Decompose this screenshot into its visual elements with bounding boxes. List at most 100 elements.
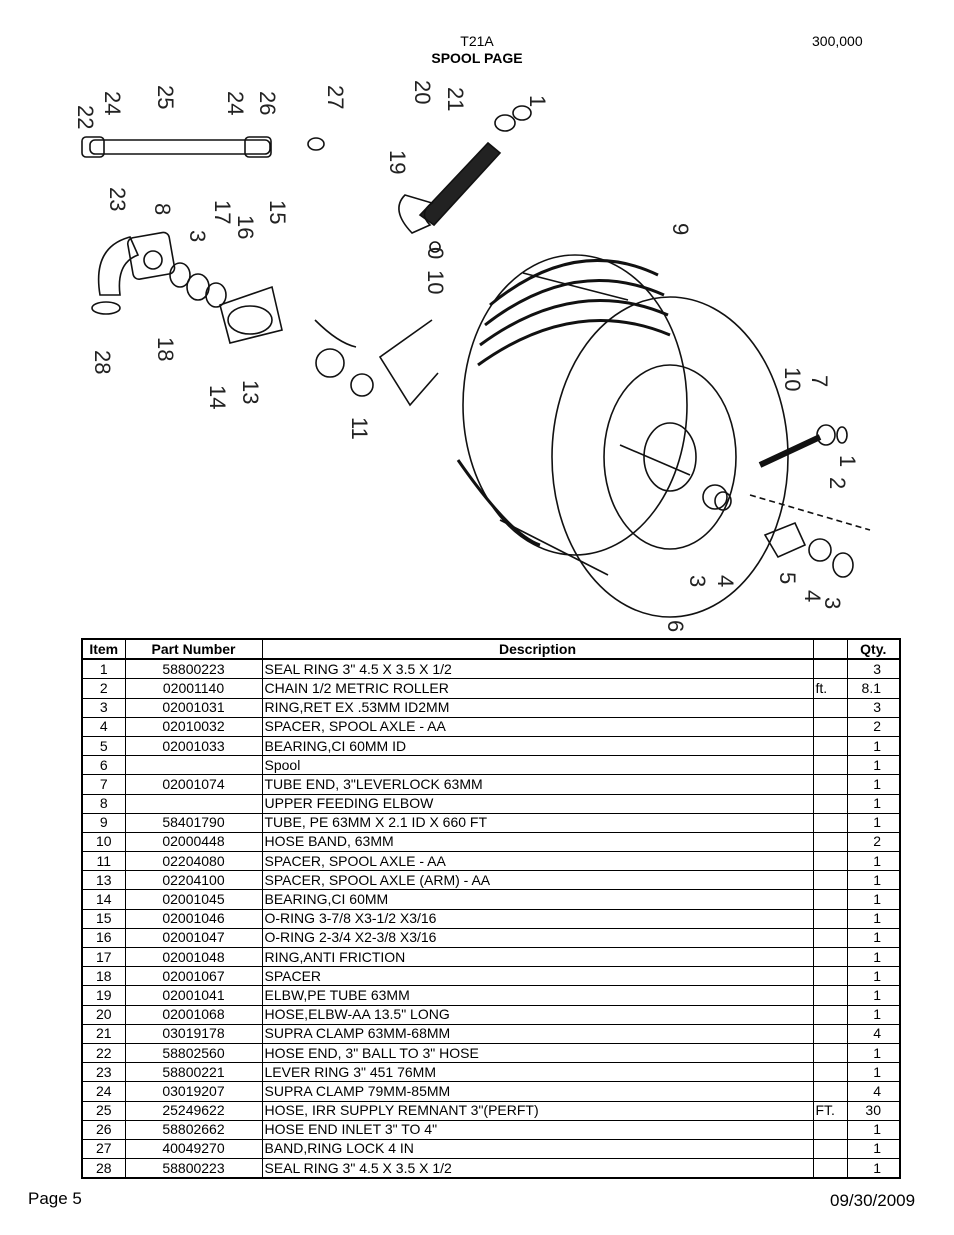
qty-cell: 1 (846, 774, 901, 795)
svg-text:0: 0 (423, 247, 448, 259)
supply-hose-shape (89, 139, 271, 155)
item-cell: 4 (81, 716, 126, 737)
item-cell: 24 (81, 1081, 126, 1102)
unit-cell (812, 1081, 848, 1102)
description-cell: HOSE END INLET 3" TO 4" (261, 1119, 814, 1140)
part-number-cell: 03019207 (124, 1081, 263, 1102)
item-cell: 10 (81, 831, 126, 853)
item-cell: 16 (81, 927, 126, 949)
unit-cell (812, 908, 848, 929)
item-cell: 23 (81, 1062, 126, 1083)
svg-text:6: 6 (663, 620, 688, 632)
description-cell: CHAIN 1/2 METRIC ROLLER (261, 678, 814, 699)
item-cell: 13 (81, 870, 126, 891)
parts-table: Item Part Number Description Qty. 1 58800… (81, 638, 901, 1180)
unit-cell (812, 927, 848, 949)
svg-text:1: 1 (525, 95, 550, 107)
qty-cell: 1 (846, 851, 901, 872)
part-number-cell: 02001068 (124, 1004, 263, 1025)
qty-cell: 30 (846, 1100, 901, 1121)
svg-text:2: 2 (825, 477, 850, 489)
qty-cell: 1 (846, 1062, 901, 1083)
item-cell: 14 (81, 889, 126, 910)
model-code: T21A (460, 33, 494, 49)
item-cell: 21 (81, 1023, 126, 1044)
qty-cell: 8.1 (846, 678, 901, 699)
item-cell: 5 (81, 735, 126, 757)
unit-cell: ft. (812, 678, 848, 699)
part-number-cell: 02001067 (124, 966, 263, 987)
description-cell: HOSE, IRR SUPPLY REMNANT 3"(PERFT) (261, 1100, 814, 1121)
unit-cell (812, 1062, 848, 1083)
unit-cell (812, 658, 848, 680)
description-cell: SPACER, SPOOL AXLE - AA (261, 851, 814, 872)
part-number-cell: 02001041 (124, 985, 263, 1006)
svg-text:10: 10 (423, 270, 448, 294)
svg-text:7: 7 (807, 375, 832, 387)
item-cell: 27 (81, 1138, 126, 1160)
svg-text:27: 27 (323, 85, 348, 109)
part-number-cell: 02010032 (124, 716, 263, 737)
unit-cell (812, 774, 848, 795)
table-header-row: Item Part Number Description Qty. (81, 638, 901, 660)
description-cell: LEVER RING 3" 451 76MM (261, 1062, 814, 1083)
part-number-cell: 02001048 (124, 946, 263, 968)
spool-exploded-diagram: 22 24 25 24 26 27 20 21 1 19 23 8 3 17 1… (60, 75, 880, 640)
svg-text:18: 18 (153, 337, 178, 361)
item-cell: 2 (81, 678, 126, 699)
svg-text:3: 3 (820, 597, 845, 609)
item-cell: 3 (81, 697, 126, 718)
part-number-cell: 02001033 (124, 735, 263, 757)
description-cell: SPACER, SPOOL AXLE - AA (261, 716, 814, 737)
item-cell: 25 (81, 1100, 126, 1121)
part-number-cell: 02001074 (124, 774, 263, 795)
svg-text:9: 9 (668, 223, 693, 235)
part-number-cell: 03019178 (124, 1023, 263, 1044)
item-cell: 15 (81, 908, 126, 929)
unit-cell (812, 1004, 848, 1025)
item-cell: 11 (81, 851, 126, 872)
item-cell: 26 (81, 1119, 126, 1140)
svg-text:13: 13 (238, 380, 263, 404)
item-column-header: Item (81, 638, 126, 660)
item-cell: 20 (81, 1004, 126, 1025)
description-cell: ELBW,PE TUBE 63MM (261, 985, 814, 1006)
item-cell: 9 (81, 812, 126, 833)
item-cell: 19 (81, 985, 126, 1006)
svg-text:22: 22 (73, 105, 98, 129)
item-cell: 7 (81, 774, 126, 795)
part-number-cell: 02001047 (124, 927, 263, 949)
unit-cell (812, 1119, 848, 1140)
description-cell: SPACER (261, 966, 814, 987)
unit-cell (812, 946, 848, 968)
qty-cell: 1 (846, 755, 901, 776)
unit-cell (812, 870, 848, 891)
spool-front-flange (551, 296, 789, 618)
qty-cell: 4 (846, 1081, 901, 1102)
part-number-cell: 58800223 (124, 658, 263, 680)
unit-cell (812, 1158, 848, 1179)
unit-cell (812, 1023, 848, 1044)
item-cell: 18 (81, 966, 126, 987)
qty-cell: 1 (846, 793, 901, 814)
svg-text:11: 11 (347, 417, 372, 440)
document-number: 300,000 (812, 33, 863, 49)
qty-cell: 1 (846, 966, 901, 987)
svg-text:24: 24 (100, 91, 125, 115)
qty-cell: 1 (846, 1042, 901, 1064)
description-cell: HOSE,ELBW-AA 13.5" LONG (261, 1004, 814, 1025)
qty-cell: 1 (846, 870, 901, 891)
part-number-cell: 02001045 (124, 889, 263, 910)
